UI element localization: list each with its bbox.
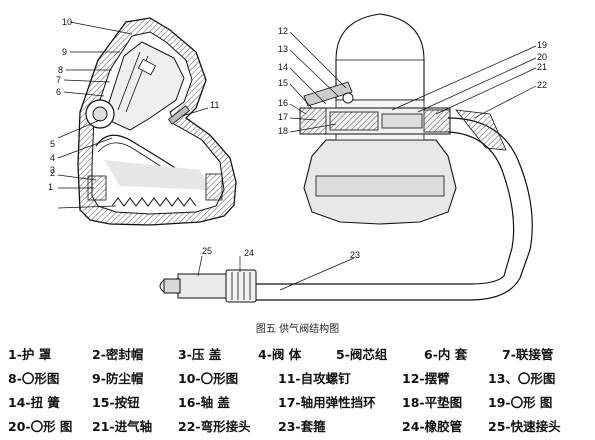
legend-item: 21-进气轴 <box>92 419 153 434</box>
callout-16: 16 <box>278 98 288 108</box>
callout-15: 15 <box>278 78 288 88</box>
legend-item: 17-轴用弹性挡环 <box>278 395 376 410</box>
callout-13: 13 <box>278 44 288 54</box>
parts-legend: 1-护 罩 2-密封帽 3-压 盖 4-阀 体 5-阀芯组 6-内 套 7-联接… <box>0 340 595 440</box>
legend-row: 14-扭 簧 15-按钮 16-轴 盖 17-轴用弹性挡环 18-平垫图 19-… <box>0 392 595 412</box>
callout-11: 11 <box>210 100 219 110</box>
legend-item: 12-摆臂 <box>402 371 450 386</box>
legend-item: 5-阀芯组 <box>336 347 388 362</box>
callout-3: 3 <box>50 165 55 175</box>
legend-item: 24-橡胶管 <box>402 419 463 434</box>
legend-item: 1-护 罩 <box>8 347 52 362</box>
right-assembly-view <box>159 13 537 303</box>
legend-item: 22-弯形接头 <box>178 419 251 434</box>
legend-item: 2-密封帽 <box>92 347 144 362</box>
callout-23: 23 <box>350 250 360 260</box>
callout-10: 10 <box>62 17 72 27</box>
callout-14: 14 <box>278 62 288 72</box>
legend-item: 4-阀 体 <box>258 347 302 362</box>
legend-row: 1-护 罩 2-密封帽 3-压 盖 4-阀 体 5-阀芯组 6-内 套 7-联接… <box>0 344 595 364</box>
legend-item: 20-〇形 图 <box>8 419 73 434</box>
left-section-view <box>57 17 237 226</box>
callout-25: 25 <box>202 246 212 256</box>
legend-item: 11-自攻螺钉 <box>278 371 351 386</box>
legend-item: 18-平垫图 <box>402 395 463 410</box>
legend-item: 6-内 套 <box>424 347 468 362</box>
callout-labels: 1 2 3 4 5 6 7 8 9 10 11 12 13 14 15 16 1… <box>48 17 547 260</box>
legend-item: 13、〇形图 <box>488 371 556 386</box>
legend-item: 9-防尘帽 <box>92 371 144 386</box>
legend-item: 3-压 盖 <box>178 347 222 362</box>
callout-4: 4 <box>50 153 55 163</box>
callout-1: 1 <box>48 182 53 192</box>
callout-5: 5 <box>50 139 55 149</box>
callout-21: 21 <box>537 62 547 72</box>
callout-18: 18 <box>278 126 288 136</box>
callout-20: 20 <box>537 52 547 62</box>
callout-2: 2 <box>50 168 55 178</box>
legend-item: 25-快速接头 <box>488 419 561 434</box>
callout-24: 24 <box>244 248 254 258</box>
legend-item: 16-轴 盖 <box>178 395 230 410</box>
legend-item: 19-〇形 图 <box>488 395 553 410</box>
callout-22: 22 <box>537 80 547 90</box>
legend-item: 8-〇形图 <box>8 371 60 386</box>
legend-item: 10-〇形图 <box>178 371 239 386</box>
callout-6: 6 <box>56 87 61 97</box>
callout-7: 7 <box>56 75 61 85</box>
callout-17: 17 <box>278 112 288 122</box>
legend-row: 20-〇形 图 21-进气轴 22-弯形接头 23-套箍 24-橡胶管 25-快… <box>0 416 595 436</box>
callout-9: 9 <box>62 47 67 57</box>
callout-8: 8 <box>58 65 63 75</box>
legend-item: 23-套箍 <box>278 419 326 434</box>
legend-row: 8-〇形图 9-防尘帽 10-〇形图 11-自攻螺钉 12-摆臂 13、〇形图 <box>0 368 595 388</box>
legend-item: 14-扭 簧 <box>8 395 60 410</box>
callout-12: 12 <box>278 26 288 36</box>
legend-item: 15-按钮 <box>92 395 140 410</box>
figure-caption: 图五 供气阀结构图 <box>255 324 340 335</box>
legend-item: 7-联接管 <box>502 347 554 362</box>
callout-19: 19 <box>537 40 547 50</box>
